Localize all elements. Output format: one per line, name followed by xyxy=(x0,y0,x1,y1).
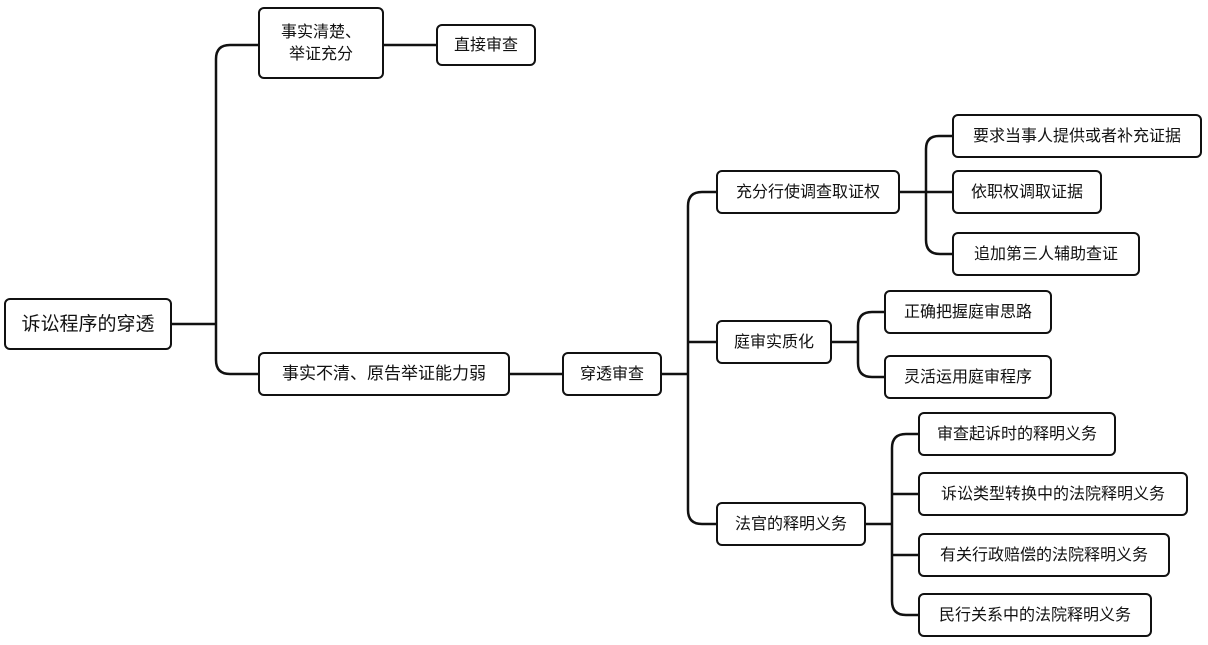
node-penetration-review: 穿透审查 xyxy=(562,352,662,396)
item-clarify-type-conversion: 诉讼类型转换中的法院释明义务 xyxy=(918,472,1188,516)
item-clarify-administrative-compensation: 有关行政赔偿的法院释明义务 xyxy=(918,533,1170,577)
connector-root-branches xyxy=(170,43,260,376)
group-substantive-trial: 庭审实质化 xyxy=(716,320,832,364)
connector-group1-items xyxy=(898,134,954,256)
connector-group2-items xyxy=(830,310,886,379)
group-judge-clarification: 法官的释明义务 xyxy=(716,502,866,546)
item-clarify-civil-administrative: 民行关系中的法院释明义务 xyxy=(918,593,1152,637)
item-trial-approach: 正确把握庭审思路 xyxy=(884,290,1052,334)
connector-group3-items xyxy=(864,432,920,617)
connector-penetration-groups xyxy=(660,190,718,526)
group-investigation-power: 充分行使调查取证权 xyxy=(716,170,900,214)
item-flexible-procedure: 灵活运用庭审程序 xyxy=(884,355,1052,399)
item-clarify-at-filing: 审查起诉时的释明义务 xyxy=(918,412,1116,456)
item-request-evidence: 要求当事人提供或者补充证据 xyxy=(952,114,1202,158)
root-node: 诉讼程序的穿透 xyxy=(4,298,172,350)
item-collect-evidence-ex-officio: 依职权调取证据 xyxy=(952,170,1102,214)
branch-facts-clear: 事实清楚、 举证充分 xyxy=(258,7,384,79)
branch-facts-unclear: 事实不清、原告举证能力弱 xyxy=(258,352,510,396)
item-add-third-party: 追加第三人辅助查证 xyxy=(952,232,1140,276)
node-direct-review: 直接审查 xyxy=(436,24,536,66)
